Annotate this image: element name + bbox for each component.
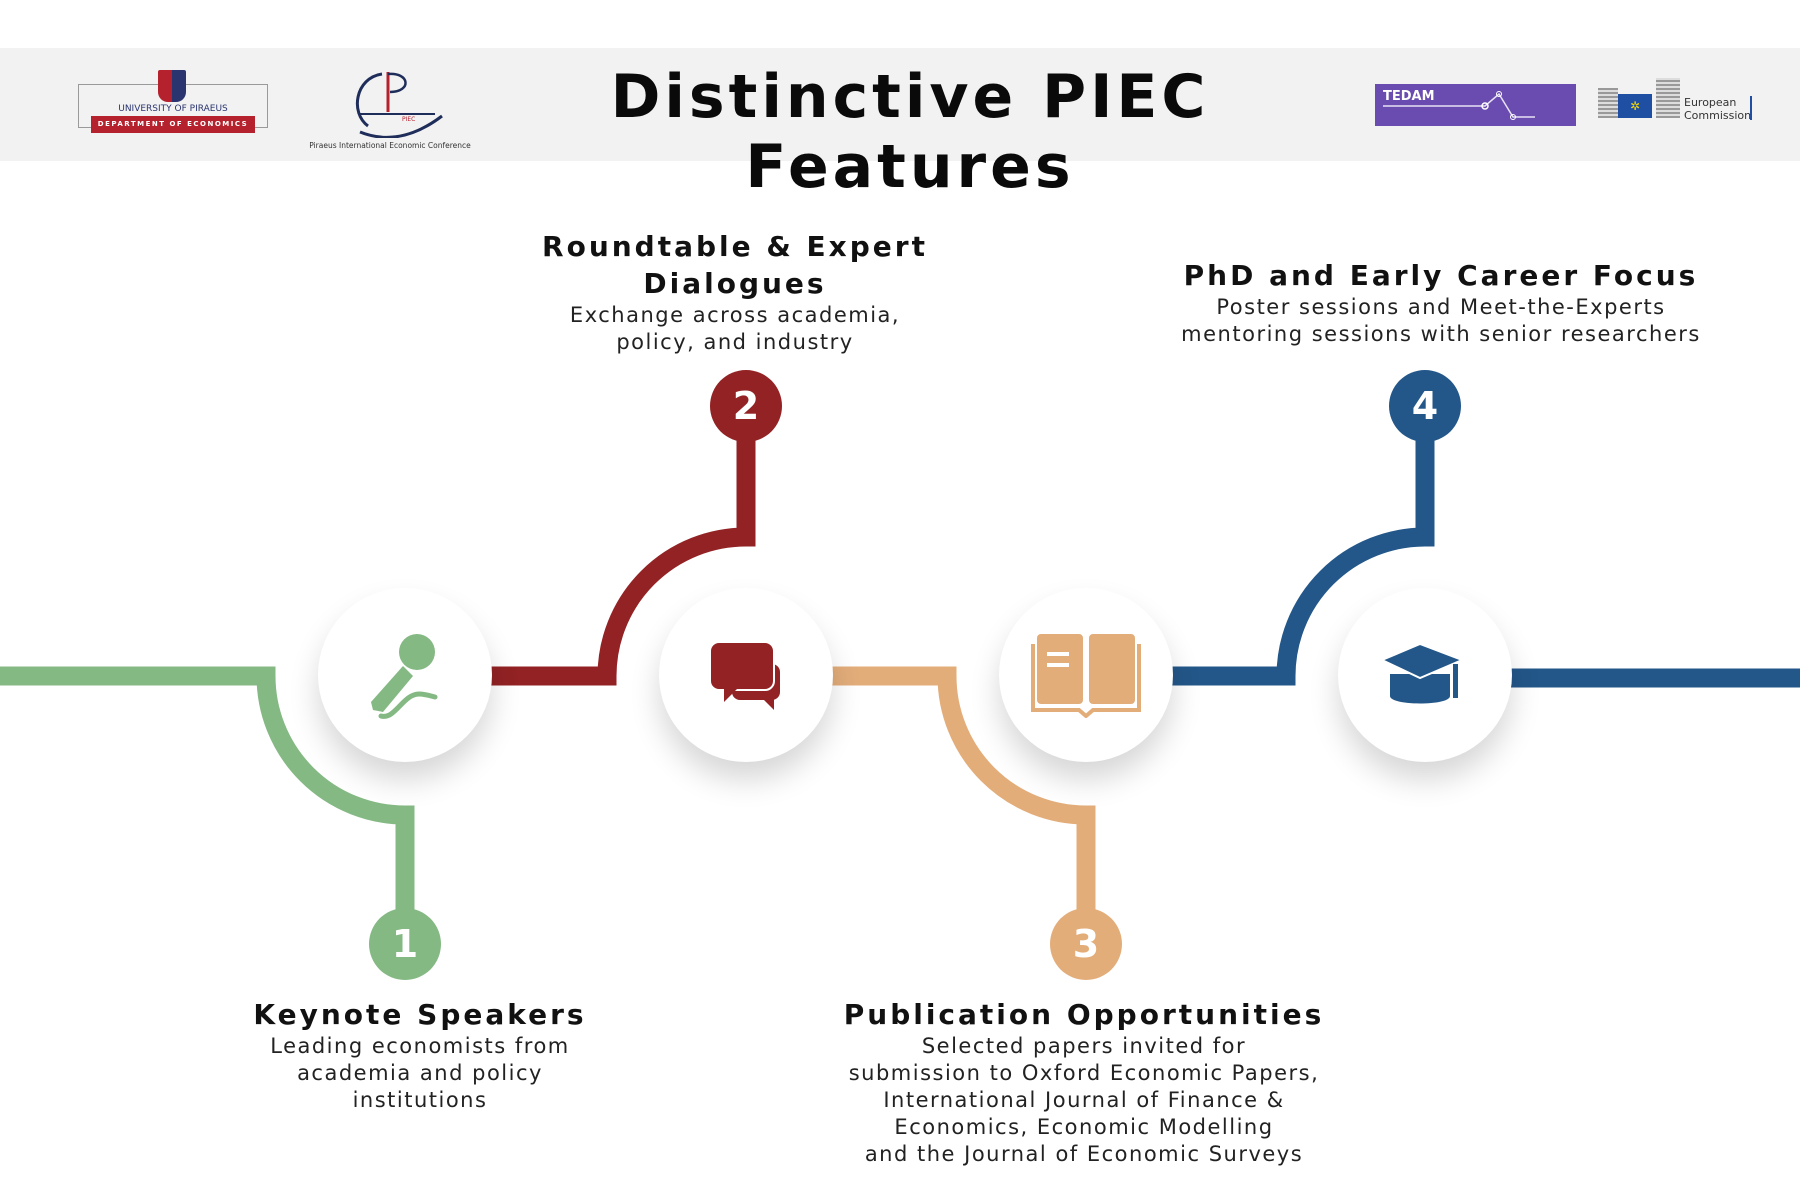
piec-mark: PIEC bbox=[402, 116, 416, 123]
connector-orange bbox=[746, 666, 1096, 944]
department-name: DEPARTMENT OF ECONOMICS bbox=[91, 116, 255, 133]
feature-description-line: Economics, Economic Modelling bbox=[894, 1115, 1274, 1139]
step-number-2: 2 bbox=[710, 370, 782, 442]
feature-publication-opportunities: Publication Opportunities Selected paper… bbox=[784, 996, 1384, 1168]
feature-description-line: International Journal of Finance & bbox=[883, 1088, 1285, 1112]
ec-name-line2: Commission bbox=[1684, 109, 1752, 122]
feature-description-line: policy, and industry bbox=[616, 330, 854, 354]
ec-name-line1: European bbox=[1684, 96, 1737, 109]
open-book-icon bbox=[1031, 634, 1141, 718]
tedam-name: TEDAM bbox=[1383, 89, 1435, 104]
piec-caption: Piraeus International Economic Conferenc… bbox=[309, 141, 471, 150]
feature-description-line: Leading economists from bbox=[270, 1034, 570, 1058]
graduation-cap-icon bbox=[1380, 642, 1465, 704]
feature-title: Publication Opportunities bbox=[843, 998, 1325, 1031]
feature-description-line: institutions bbox=[352, 1088, 488, 1112]
feature-phd-early-career: PhD and Early Career Focus Poster sessio… bbox=[1131, 257, 1751, 348]
university-of-piraeus-logo: UNIVERSITY OF PIRAEUS DEPARTMENT OF ECON… bbox=[78, 70, 268, 136]
feature-circle-1 bbox=[318, 588, 492, 762]
step-number-4: 4 bbox=[1389, 370, 1461, 442]
feature-circle-2 bbox=[659, 588, 833, 762]
feature-circle-4 bbox=[1338, 588, 1512, 762]
feature-description-line: Exchange across academia, bbox=[569, 303, 901, 327]
shield-icon bbox=[158, 70, 186, 102]
feature-roundtable-dialogues: Roundtable & Expert Dialogues Exchange a… bbox=[515, 228, 955, 356]
connector-red bbox=[405, 406, 756, 686]
step-number-1: 1 bbox=[369, 908, 441, 980]
feature-description-line: Selected papers invited for bbox=[921, 1034, 1247, 1058]
piec-logo: PIEC Piraeus International Economic Conf… bbox=[300, 68, 480, 153]
feature-title: Keynote Speakers bbox=[253, 998, 587, 1031]
microphone-icon bbox=[371, 634, 438, 719]
connector-blue bbox=[1086, 406, 1435, 686]
university-name: UNIVERSITY OF PIRAEUS bbox=[118, 104, 228, 114]
feature-description-line: mentoring sessions with senior researche… bbox=[1181, 322, 1701, 346]
feature-description-line: academia and policy bbox=[297, 1061, 543, 1085]
feature-title-line: Roundtable & Expert bbox=[542, 230, 928, 263]
european-commission-logo: ✲ European Commission bbox=[1598, 78, 1756, 124]
eu-flag-icon: ✲ bbox=[1618, 94, 1652, 118]
feature-description-line: and the Journal of Economic Surveys bbox=[864, 1142, 1304, 1166]
feature-description-line: submission to Oxford Economic Papers, bbox=[848, 1061, 1320, 1085]
tedam-logo: TEDAM bbox=[1375, 84, 1576, 126]
feature-title-line: Dialogues bbox=[643, 267, 827, 300]
feature-keynote-speakers: Keynote Speakers Leading economists from… bbox=[220, 996, 620, 1114]
chat-bubbles-icon bbox=[709, 641, 780, 710]
step-number-3: 3 bbox=[1050, 908, 1122, 980]
feature-description-line: Poster sessions and Meet-the-Experts bbox=[1216, 295, 1666, 319]
feature-circle-3 bbox=[999, 588, 1173, 762]
page-title: Distinctive PIEC Features bbox=[610, 62, 1210, 202]
connector-green bbox=[0, 666, 415, 944]
feature-title: PhD and Early Career Focus bbox=[1183, 259, 1699, 292]
